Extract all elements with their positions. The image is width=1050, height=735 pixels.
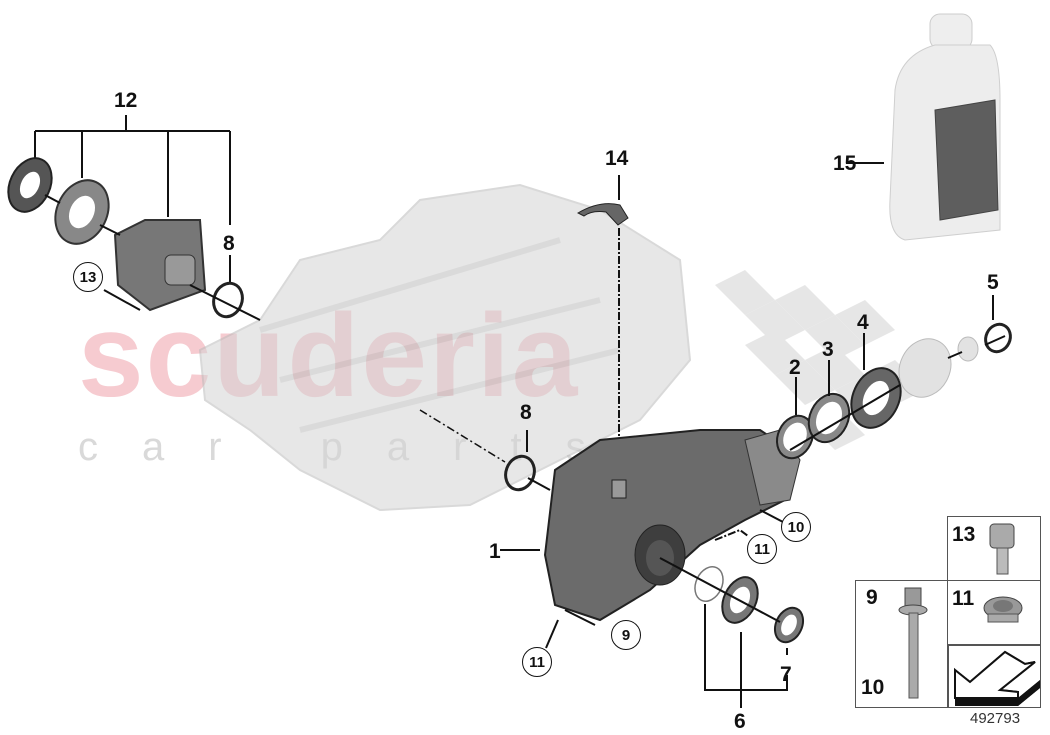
callout-10-circled: 10 <box>781 512 811 542</box>
engine-block-ghost-icon <box>198 183 692 512</box>
legend-label-13: 13 <box>952 523 976 546</box>
image-number: 492793 <box>970 710 1021 727</box>
callout-11-circled-right: 11 <box>747 534 777 564</box>
legend-box-arrow <box>947 644 1041 708</box>
callout-1: 1 <box>489 540 501 563</box>
callout-6: 6 <box>734 710 746 733</box>
breather-clip-icon <box>576 175 629 490</box>
legend-label-9: 9 <box>866 586 878 609</box>
legend-label-11: 11 <box>952 587 975 610</box>
callout-12: 12 <box>114 89 138 112</box>
callout-3: 3 <box>822 338 834 361</box>
callout-4: 4 <box>857 311 869 334</box>
oil-bottle-icon <box>889 13 1001 241</box>
callout-8-upper: 8 <box>223 232 235 255</box>
callout-2: 2 <box>789 356 801 379</box>
callout-8-lower: 8 <box>520 401 532 424</box>
callout-9-circled: 9 <box>611 620 641 650</box>
callout-14: 14 <box>605 147 629 170</box>
callout-5: 5 <box>987 271 999 294</box>
callout-11-circled-lower: 11 <box>522 647 552 677</box>
legend-label-10: 10 <box>861 676 885 699</box>
differential-icon <box>543 429 801 622</box>
callout-13-circled: 13 <box>73 262 103 292</box>
legend-box-bolt <box>855 580 949 708</box>
callout-7: 7 <box>780 663 792 686</box>
bearing-kit-icon <box>7 157 244 319</box>
shaft-components-icon <box>776 322 1012 460</box>
callout-15: 15 <box>833 152 857 175</box>
